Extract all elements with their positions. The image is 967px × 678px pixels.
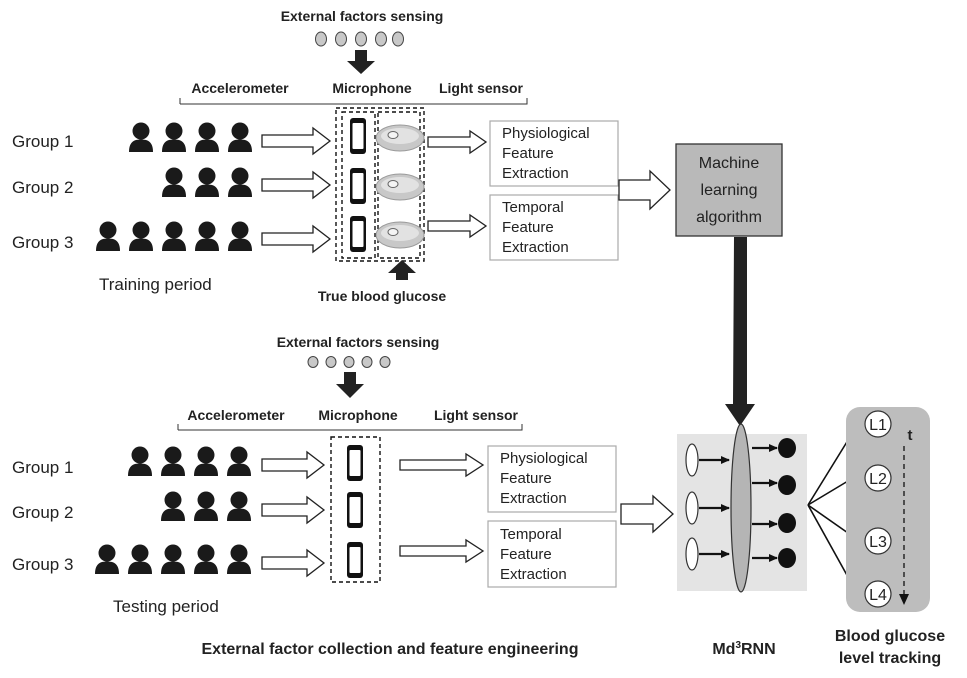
top-group2-label: Group 2	[12, 178, 73, 197]
top-group1-people	[129, 122, 252, 152]
tracking-panel: L1 L2 L3 L4 t	[846, 407, 930, 612]
rnn-input-node-1	[685, 443, 699, 477]
bottom-group3-people	[95, 544, 251, 574]
bottom-group1-people	[128, 446, 251, 476]
rnn-input-node-2	[685, 491, 699, 525]
level-l2-label: L2	[869, 471, 887, 488]
bottom-group2-people	[161, 491, 251, 521]
level-l1-label: L1	[869, 417, 887, 434]
true-glucose-label: True blood glucose	[318, 288, 447, 304]
rnn-connections	[699, 444, 778, 562]
bottom-group3-label: Group 3	[12, 555, 73, 574]
bottom-input-arrows	[261, 450, 326, 578]
rnn-input-node-3	[685, 537, 699, 571]
top-temp-line3: Extraction	[502, 239, 569, 256]
top-group3-label: Group 3	[12, 233, 73, 252]
ml-line1: Machine	[699, 155, 760, 172]
tracking-background	[846, 407, 930, 612]
level-node-l1	[864, 410, 892, 438]
model-name: Md3RNN	[712, 640, 775, 658]
top-light-sensor-label: Light sensor	[439, 80, 524, 96]
bottom-sensor-box	[330, 436, 381, 583]
top-phone-icon-2	[350, 168, 366, 204]
training-section: External factors sensing Accelerometer M…	[12, 8, 671, 304]
time-label: t	[908, 427, 913, 444]
top-group3-people	[96, 221, 252, 251]
top-glucose-meter-icon-2	[375, 173, 425, 201]
rnn-output-node-2	[778, 475, 796, 495]
rnn-output-node-1	[778, 438, 796, 458]
top-sensor-bracket	[179, 98, 528, 105]
top-accelerometer-label: Accelerometer	[191, 80, 289, 96]
ml-to-model-arrow	[725, 237, 755, 426]
top-phys-line2: Feature	[502, 145, 554, 162]
bottom-down-arrow	[336, 372, 364, 398]
rnn-model	[677, 423, 807, 593]
level-node-l2	[864, 464, 892, 492]
level-node-l3	[864, 527, 892, 555]
level-l4-label: L4	[869, 587, 887, 604]
top-phys-line3: Extraction	[502, 165, 569, 182]
rnn-hidden-layer	[730, 423, 752, 593]
bottom-group2-label: Group 2	[12, 503, 73, 522]
top-glucose-meter-icon-3	[375, 221, 425, 249]
bottom-accelerometer-label: Accelerometer	[187, 407, 285, 423]
bottom-phys-line2: Feature	[500, 470, 552, 487]
bottom-sensing-title: External factors sensing	[277, 334, 440, 350]
top-temp-line1: Temporal	[502, 199, 564, 216]
top-group1-label: Group 1	[12, 132, 73, 151]
top-sensing-title: External factors sensing	[281, 8, 444, 24]
top-temporal-box	[489, 194, 619, 261]
level-l3-label: L3	[869, 534, 887, 551]
ml-algorithm-box	[675, 143, 783, 237]
bottom-phone-icon-1	[347, 445, 363, 481]
time-axis-arrowhead	[899, 594, 909, 605]
bottom-phone-icon-3	[347, 542, 363, 578]
tracking-title-line2: level tracking	[839, 650, 941, 667]
bottom-feature-arrows	[399, 452, 485, 564]
bottom-physiological-box	[487, 445, 617, 513]
true-glucose-up-arrow	[388, 260, 416, 280]
to-ml-arrow	[618, 169, 671, 211]
ml-line2: learning	[701, 182, 758, 199]
to-model-arrow	[620, 494, 674, 534]
top-temp-line2: Feature	[502, 219, 554, 236]
testing-period-label: Testing period	[113, 597, 219, 616]
rnn-output-node-4	[778, 548, 796, 568]
bottom-temp-line1: Temporal	[500, 526, 562, 543]
top-physiological-box	[489, 120, 619, 187]
level-node-l4	[864, 580, 892, 608]
top-input-arrows	[261, 126, 332, 254]
bottom-temporal-box	[487, 520, 617, 588]
bottom-light-sensor-label: Light sensor	[434, 407, 519, 423]
bottom-group1-label: Group 1	[12, 458, 73, 477]
bottom-sensor-bracket	[177, 424, 523, 431]
bottom-phys-line3: Extraction	[500, 490, 567, 507]
bottom-temp-line2: Feature	[500, 546, 552, 563]
top-phone-icon-1	[350, 118, 366, 154]
ml-section: Machine learning algorithm	[675, 143, 783, 426]
ml-line3: algorithm	[696, 209, 762, 226]
rnn-output-node-3	[778, 513, 796, 533]
caption: External factor collection and feature e…	[202, 641, 579, 658]
top-group2-people	[162, 167, 252, 197]
bottom-phone-icon-2	[347, 492, 363, 528]
top-signal-dots	[315, 31, 404, 47]
top-feature-arrows	[427, 129, 488, 239]
bottom-signal-dots	[307, 356, 391, 368]
top-phys-line1: Physiological	[502, 125, 590, 142]
top-down-arrow	[347, 50, 375, 74]
tracking-title-line1: Blood glucose	[835, 628, 945, 645]
bottom-microphone-label: Microphone	[318, 407, 398, 423]
top-phone-box	[341, 111, 376, 259]
top-glucose-meter-icon-1	[375, 124, 425, 152]
testing-section: External factors sensing Accelerometer M…	[12, 334, 674, 616]
bottom-temp-line3: Extraction	[500, 566, 567, 583]
training-period-label: Training period	[99, 275, 212, 294]
bottom-phys-line1: Physiological	[500, 450, 588, 467]
top-phone-icon-3	[350, 216, 366, 252]
top-microphone-label: Microphone	[332, 80, 412, 96]
